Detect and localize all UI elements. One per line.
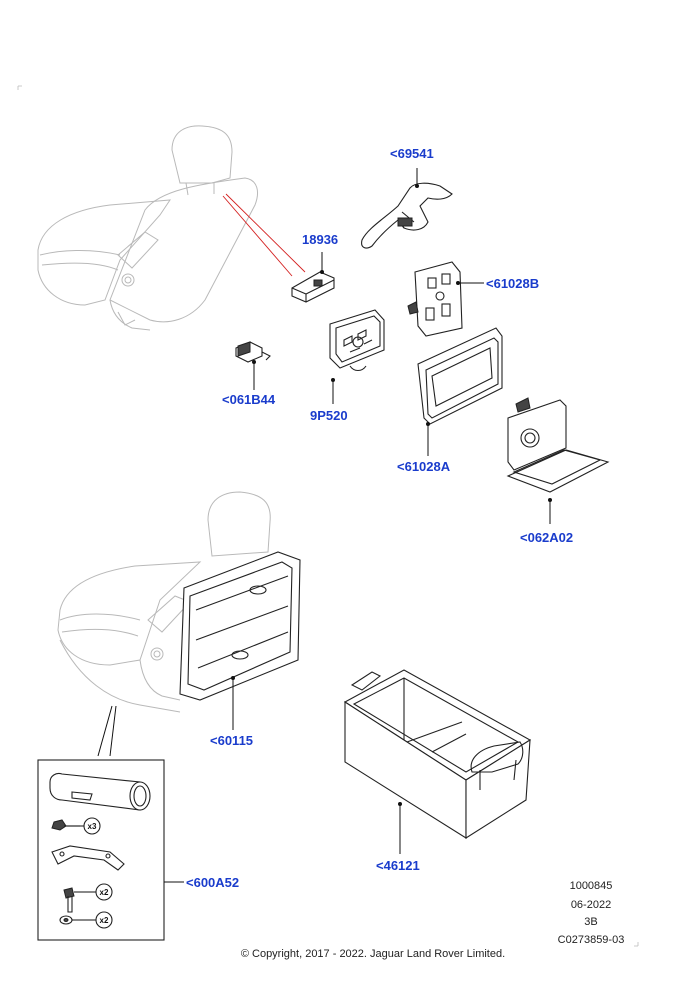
qty-badge-x3: x3 [88,822,97,831]
leader-dot-9P520 [331,378,335,382]
drawing-date: 06-2022 [570,899,612,911]
label-9P520[interactable]: 9P520 [310,408,348,423]
label-600A52[interactable]: <600A52 [186,875,240,890]
part-61028A-frame[interactable] [417,327,503,425]
label-69541[interactable]: <69541 [390,146,434,161]
leader-dot-60115 [231,676,235,680]
label-61028B[interactable]: <61028B [486,276,540,291]
corner-mark-bottom [634,942,639,947]
label-61028A[interactable]: <61028A [397,459,451,474]
label-46121[interactable]: <46121 [376,858,420,873]
corner-mark-top [17,85,22,90]
kit-box-600A52[interactable] [37,705,165,941]
leader-dot-061B44 [252,360,256,364]
label-60115[interactable]: <60115 [210,733,254,748]
upper-seat-outline [37,125,258,331]
leader-dot-062A02 [548,498,552,502]
part-062A02-tray[interactable] [506,397,610,493]
leader-dot-46121 [398,802,402,806]
part-46121-cargo-box[interactable] [343,669,532,839]
drawing-code: C0273859-03 [557,934,625,946]
leader-dot-61028B [456,281,460,285]
copyright-text: © Copyright, 2017 - 2022. Jaguar Land Ro… [240,948,506,960]
leader-dot-61028A [426,422,430,426]
part-60115-seat-organizer[interactable] [179,551,301,701]
part-18936-module[interactable] [291,271,335,303]
label-061B44[interactable]: <061B44 [222,392,276,407]
drawing-number: 1000845 [569,880,613,892]
leader-dot-18936 [320,270,324,274]
part-061B44-clip[interactable] [235,341,271,363]
part-9P520-bracket[interactable] [329,309,385,372]
callout-red-lines [222,193,306,277]
qty-badge-x2-bolt: x2 [100,888,109,897]
part-61028B-mount-plate[interactable] [407,261,463,337]
qty-badges: x3 x2 x2 [66,817,113,929]
drawing-revision: 3B [584,916,598,928]
label-18936[interactable]: 18936 [302,232,339,247]
label-062A02[interactable]: <062A02 [520,530,574,545]
qty-badge-x2-washer: x2 [100,916,109,925]
part-69541-hook[interactable] [361,182,453,249]
leader-dot-69541 [415,184,419,188]
